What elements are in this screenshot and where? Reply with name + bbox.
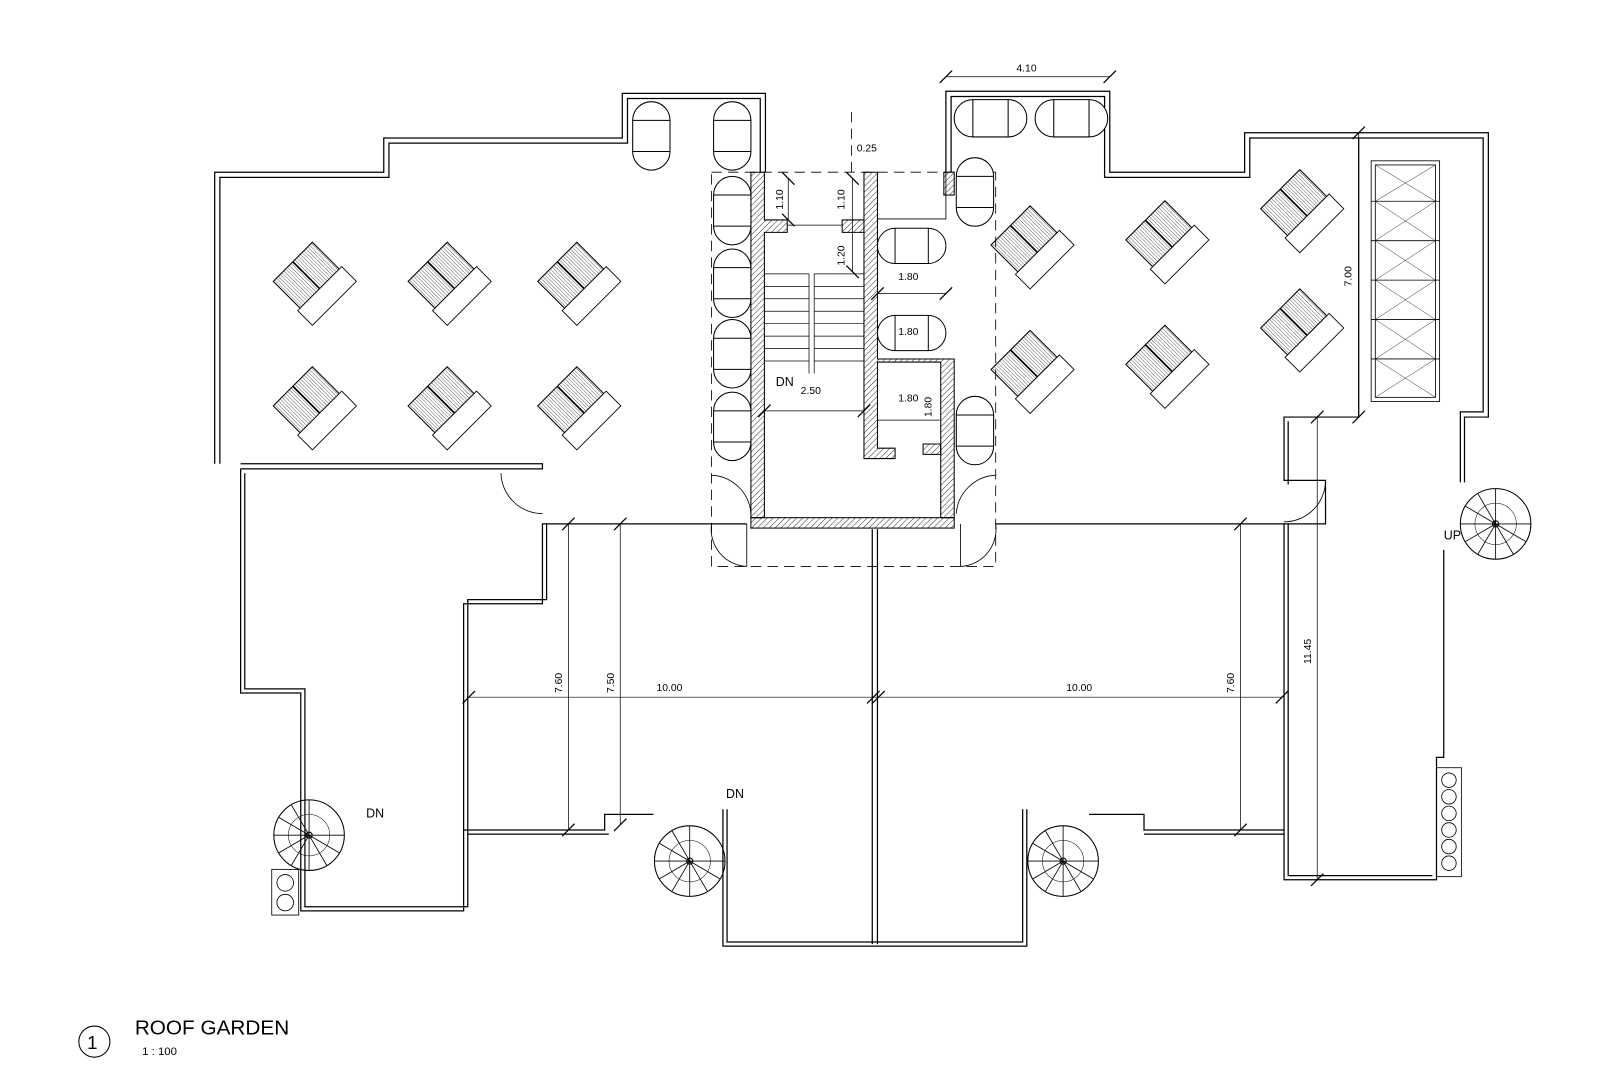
table-pill — [713, 175, 752, 246]
dim-left-bay-depth-b: 7.50 — [606, 673, 617, 693]
planter-right — [1436, 767, 1462, 878]
table-pill — [632, 101, 671, 171]
spiral-stair-center-left — [653, 825, 726, 897]
label-left-dn: DN — [366, 807, 384, 821]
label-center-dn: DN — [726, 787, 744, 801]
spiral-stair-right — [1459, 488, 1532, 560]
table-pill — [955, 395, 995, 466]
table-pill — [953, 99, 1028, 138]
lounger-5 — [404, 363, 493, 451]
dim-landing-left: 1.10 — [775, 189, 786, 209]
dim-stair-width: 2.50 — [801, 386, 821, 397]
lounger-4 — [269, 363, 358, 451]
table-pill — [955, 157, 995, 227]
dim-right-side-length: 11.45 — [1303, 639, 1314, 664]
dim-shaft-width: 1.80 — [898, 393, 918, 404]
dim-right-wing-depth: 7.00 — [1343, 266, 1354, 286]
table-pill — [713, 391, 752, 462]
lounger-11 — [1122, 321, 1210, 410]
planter-left — [271, 868, 300, 916]
dim-lift-width: 1.80 — [898, 272, 918, 283]
left-wing-walls — [214, 92, 767, 912]
spiral-stair-left — [273, 799, 345, 871]
door-swing-right — [1284, 480, 1326, 523]
lounger-12 — [1257, 285, 1345, 373]
label-stair-dn: DN — [776, 375, 794, 389]
spiral-stair-center-right — [1027, 825, 1099, 897]
stair-core — [710, 112, 997, 567]
dimension-lines — [462, 70, 1366, 887]
lounger-10 — [987, 327, 1075, 415]
dim-landing-right: 1.10 — [836, 189, 847, 209]
lounger-8 — [1122, 197, 1210, 285]
lounger-6 — [534, 363, 622, 451]
view-number: 1 — [87, 1032, 97, 1053]
drawing-scale: 1 : 100 — [142, 1046, 177, 1058]
lounger-1 — [269, 238, 358, 327]
label-right-up: UP — [1444, 528, 1461, 542]
door-swing-left — [500, 473, 543, 514]
dim-wall-thickness: 0.25 — [857, 143, 877, 154]
dim-right-span: 10.00 — [1066, 683, 1092, 694]
lounger-9 — [1257, 166, 1345, 254]
drawing-title: ROOF GARDEN — [135, 1016, 289, 1039]
dim-lift-inner: 1.80 — [898, 327, 918, 338]
dim-landing-depth: 1.20 — [836, 245, 847, 265]
skylight-panel — [1370, 160, 1441, 402]
dim-top-width: 4.10 — [1016, 64, 1036, 75]
dim-shaft-depth: 1.80 — [923, 397, 934, 417]
lounger-3 — [534, 238, 622, 327]
lounger-2 — [404, 238, 493, 327]
dim-left-bay-depth-a: 7.60 — [554, 673, 565, 693]
table-pill — [713, 319, 752, 389]
view-number-circle — [78, 1025, 111, 1058]
dim-right-bay-depth: 7.60 — [1226, 673, 1237, 693]
table-pill — [713, 248, 752, 318]
table-pill — [876, 227, 947, 265]
table-pill — [713, 101, 752, 171]
lounger-7 — [987, 202, 1075, 290]
lower-terrace-walls — [463, 529, 1285, 947]
table-pill — [1034, 99, 1109, 138]
dim-left-span: 10.00 — [657, 683, 683, 694]
